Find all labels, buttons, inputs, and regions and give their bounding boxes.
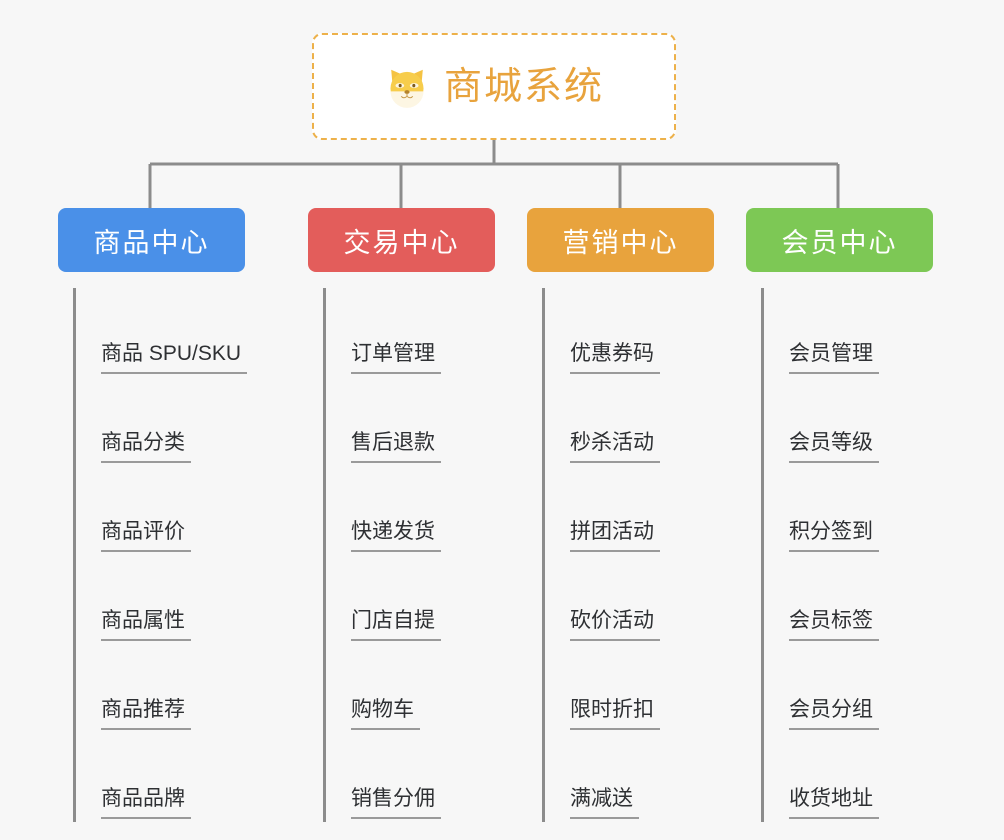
list-item[interactable]: 商品品牌 — [73, 733, 245, 822]
leaf-label: 会员管理 — [789, 342, 879, 374]
leaf-label: 满减送 — [570, 787, 639, 819]
list-item[interactable]: 限时折扣 — [542, 644, 714, 733]
branch-column-2: 交易中心 订单管理 售后退款 快递发货 门店自提 购物车 销售分佣 — [308, 208, 495, 822]
branch-column-3: 营销中心 优惠券码 秒杀活动 拼团活动 砍价活动 限时折扣 满减送 — [527, 208, 714, 822]
leaf-label: 积分签到 — [789, 520, 879, 552]
leaf-label: 拼团活动 — [570, 520, 660, 552]
list-item[interactable]: 商品推荐 — [73, 644, 245, 733]
branch-header-1[interactable]: 商品中心 — [58, 208, 245, 272]
leaf-label: 商品评价 — [101, 520, 191, 552]
leaf-label: 商品属性 — [101, 609, 191, 641]
leaf-label: 商品推荐 — [101, 698, 191, 730]
list-item[interactable]: 销售分佣 — [323, 733, 495, 822]
list-item[interactable]: 门店自提 — [323, 555, 495, 644]
list-item[interactable]: 售后退款 — [323, 377, 495, 466]
list-item[interactable]: 商品分类 — [73, 377, 245, 466]
leaf-label: 商品品牌 — [101, 787, 191, 819]
leaf-label: 订单管理 — [351, 342, 441, 374]
branch-item-list-4: 会员管理 会员等级 积分签到 会员标签 会员分组 收货地址 — [746, 288, 933, 822]
branch-header-label-2: 交易中心 — [343, 227, 460, 258]
leaf-label: 商品 SPU/SKU — [101, 342, 248, 374]
list-item[interactable]: 购物车 — [323, 644, 495, 733]
list-item[interactable]: 积分签到 — [761, 466, 933, 555]
leaf-label: 快递发货 — [351, 520, 441, 552]
branch-item-list-2: 订单管理 售后退款 快递发货 门店自提 购物车 销售分佣 — [308, 288, 495, 822]
leaf-label: 限时折扣 — [570, 698, 660, 730]
list-item[interactable]: 商品 SPU/SKU — [73, 288, 248, 377]
list-item[interactable]: 收货地址 — [761, 733, 933, 822]
root-title: 商城系统 — [443, 65, 604, 108]
list-item[interactable]: 订单管理 — [323, 288, 495, 377]
leaf-label: 门店自提 — [351, 609, 441, 641]
branch-header-3[interactable]: 营销中心 — [527, 208, 714, 272]
leaf-label: 会员等级 — [789, 431, 879, 463]
leaf-label: 商品分类 — [101, 431, 191, 463]
leaf-label: 会员标签 — [789, 609, 879, 641]
branch-header-4[interactable]: 会员中心 — [746, 208, 933, 272]
branch-header-label-3: 营销中心 — [562, 227, 679, 258]
branch-header-label-4: 会员中心 — [781, 227, 898, 258]
dog-face-icon — [390, 69, 424, 108]
list-item[interactable]: 会员标签 — [761, 555, 933, 644]
list-item[interactable]: 优惠券码 — [542, 288, 714, 377]
leaf-label: 优惠券码 — [570, 342, 660, 374]
list-item[interactable]: 商品属性 — [73, 555, 245, 644]
leaf-label: 购物车 — [351, 698, 420, 730]
list-item[interactable]: 拼团活动 — [542, 466, 714, 555]
list-item[interactable]: 满减送 — [542, 733, 714, 822]
branch-column-1: 商品中心 商品 SPU/SKU 商品分类 商品评价 商品属性 商品推荐 商品品牌 — [58, 208, 248, 822]
root-node[interactable]: 商城系统 — [312, 33, 676, 140]
list-item[interactable]: 快递发货 — [323, 466, 495, 555]
list-item[interactable]: 会员等级 — [761, 377, 933, 466]
list-item[interactable]: 秒杀活动 — [542, 377, 714, 466]
branch-column-4: 会员中心 会员管理 会员等级 积分签到 会员标签 会员分组 收货地址 — [746, 208, 933, 822]
branch-item-list-1: 商品 SPU/SKU 商品分类 商品评价 商品属性 商品推荐 商品品牌 — [58, 288, 248, 822]
leaf-label: 收货地址 — [789, 787, 879, 819]
leaf-label: 售后退款 — [351, 431, 441, 463]
list-item[interactable]: 会员分组 — [761, 644, 933, 733]
list-item[interactable]: 砍价活动 — [542, 555, 714, 644]
branch-item-list-3: 优惠券码 秒杀活动 拼团活动 砍价活动 限时折扣 满减送 — [527, 288, 714, 822]
leaf-label: 砍价活动 — [570, 609, 660, 641]
list-item[interactable]: 会员管理 — [761, 288, 933, 377]
list-item[interactable]: 商品评价 — [73, 466, 245, 555]
leaf-label: 销售分佣 — [351, 787, 441, 819]
branch-header-2[interactable]: 交易中心 — [308, 208, 495, 272]
branch-header-label-1: 商品中心 — [93, 227, 210, 258]
leaf-label: 秒杀活动 — [570, 431, 660, 463]
leaf-label: 会员分组 — [789, 698, 879, 730]
